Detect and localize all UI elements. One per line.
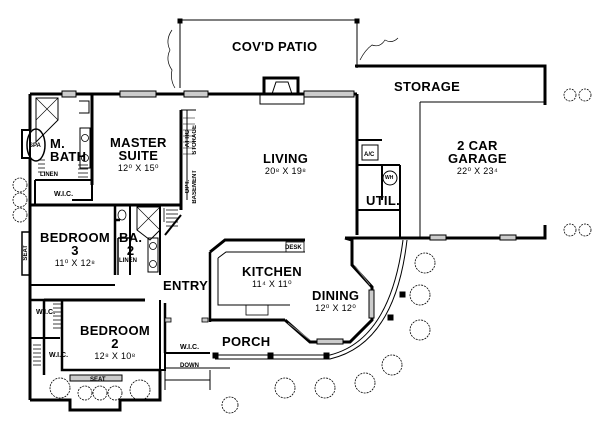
room-label-bedroom-3-line1: BEDROOM bbox=[40, 230, 110, 245]
room-dims-bedroom-2: 12⁸ X 10⁸ bbox=[94, 351, 136, 361]
room-label-storage: STORAGE bbox=[394, 79, 461, 94]
room-bedroom-2: BEDROOM 2 12⁸ X 10⁸ bbox=[80, 324, 150, 361]
room-label-util: UTIL. bbox=[366, 193, 400, 208]
label-attic: ATTIC bbox=[185, 130, 191, 148]
room-master-suite: MASTER SUITE 12⁰ X 15⁰ bbox=[110, 136, 167, 173]
label-wic-porch: W.I.C. bbox=[180, 344, 200, 351]
room-kitchen: KITCHEN 11⁴ X 11⁰ bbox=[242, 265, 302, 289]
label-ac: A/C bbox=[364, 152, 375, 158]
room-living: LIVING 20⁸ X 19⁸ bbox=[263, 152, 308, 176]
room-label-master-bath-line2: BATH bbox=[50, 149, 87, 164]
patio-outline bbox=[179, 19, 358, 88]
room-label-covd-patio: COV'D PATIO bbox=[232, 39, 318, 54]
room-label-dining: DINING bbox=[312, 288, 360, 303]
room-label-bath-2-line2: 2 bbox=[126, 243, 135, 258]
label-spa: SPA bbox=[29, 143, 41, 149]
room-bedroom-3: BEDROOM 3 11⁰ X 12⁸ bbox=[40, 231, 110, 268]
label-desk: DESK bbox=[285, 245, 302, 251]
room-dims-garage: 22⁰ X 23⁴ bbox=[456, 166, 499, 176]
room-label-bedroom-2-line1: BEDROOM bbox=[80, 323, 150, 338]
label-down: DOWN bbox=[180, 363, 199, 369]
room-label-bedroom-2-line2: 2 bbox=[111, 336, 119, 351]
room-label-kitchen: KITCHEN bbox=[242, 264, 302, 279]
room-label-entry: ENTRY bbox=[163, 278, 209, 293]
label-linen-bath2: LINEN bbox=[119, 258, 137, 264]
label-wic-master: W.I.C. bbox=[54, 191, 74, 198]
room-dims-living: 20⁸ X 19⁸ bbox=[264, 166, 307, 176]
room-garage: 2 CAR GARAGE 22⁰ X 23⁴ bbox=[448, 139, 507, 176]
label-wic-bed2-lower: W.I.C. bbox=[49, 352, 69, 359]
room-label-porch: PORCH bbox=[222, 334, 271, 349]
room-dims-dining: 12⁰ X 12⁰ bbox=[315, 303, 357, 313]
label-wh: WH bbox=[385, 175, 394, 181]
label-attic-storage: STORAGE bbox=[192, 125, 198, 155]
room-label-master-bath-line1: M. bbox=[50, 136, 66, 151]
room-label-bedroom-3-line2: 3 bbox=[71, 243, 79, 258]
room-dims-master-suite: 12⁰ X 15⁰ bbox=[117, 163, 159, 173]
label-seat-bed2: SEAT bbox=[90, 377, 106, 383]
room-master-bath: M. BATH bbox=[50, 137, 86, 163]
label-wic-bed2-upper: W.I.C. bbox=[36, 309, 56, 316]
label-linen-master: LINEN bbox=[40, 172, 58, 178]
room-label-bath-2-line1: BA. bbox=[119, 230, 143, 245]
room-label-master-suite-line2: SUITE bbox=[118, 148, 159, 163]
room-label-garage-line2: GARAGE bbox=[448, 151, 507, 166]
room-label-living: LIVING bbox=[263, 151, 309, 166]
room-dims-bedroom-3: 11⁰ X 12⁸ bbox=[54, 258, 96, 268]
label-opt: OPT. bbox=[185, 180, 191, 194]
room-label-master-suite-line1: MASTER bbox=[110, 135, 167, 150]
label-seat-bed3: SEAT bbox=[23, 245, 29, 261]
room-bath-2: BA. 2 bbox=[119, 231, 142, 257]
room-label-garage-line1: 2 CAR bbox=[457, 138, 498, 153]
room-dining: DINING 12⁰ X 12⁰ bbox=[312, 289, 359, 313]
label-basement: BASEMENT bbox=[192, 170, 198, 204]
room-dims-kitchen: 11⁴ X 11⁰ bbox=[252, 279, 292, 289]
